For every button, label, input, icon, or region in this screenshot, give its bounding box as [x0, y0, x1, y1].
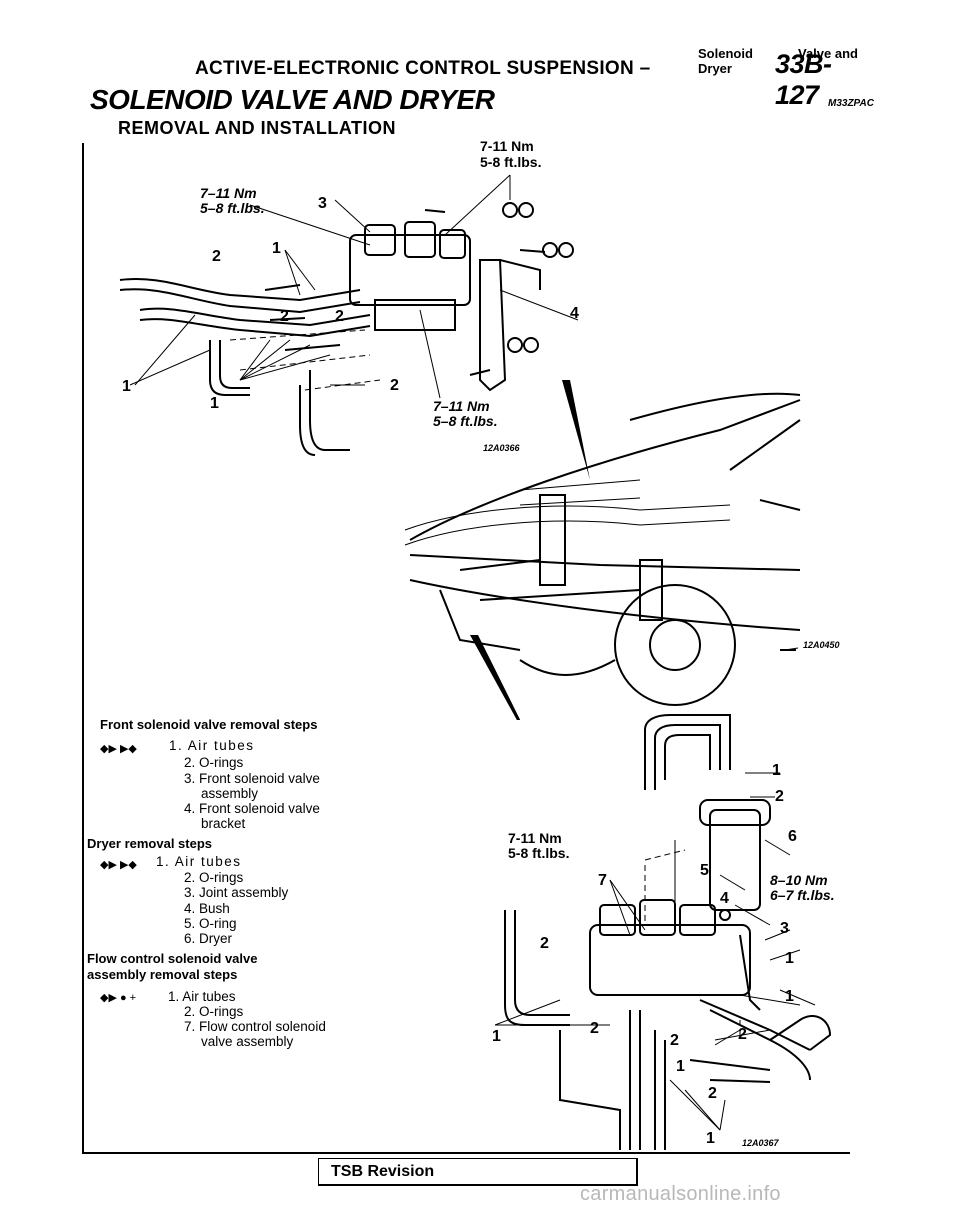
torque-dryer2-nm: 8–10 Nm — [770, 872, 828, 888]
dryer-flow-diagram: 7-11 Nm 5-8 ft.lbs. 8–10 Nm 6–7 ft.lbs. … — [470, 710, 860, 1150]
diagram-code: 12A0366 — [483, 443, 520, 453]
front-step-4b: bracket — [201, 816, 246, 831]
callout-2: 2 — [280, 308, 289, 325]
callout-7: 7 — [598, 872, 607, 889]
front-step-2: 2. O-rings — [184, 755, 244, 770]
flow-step-7b: valve assembly — [201, 1034, 294, 1049]
callout-3: 3 — [780, 920, 789, 937]
torque-top-nm: 7-11 Nm — [480, 138, 534, 154]
callout-2: 2 — [390, 377, 399, 394]
dryer-step-1: 1. Air tubes — [156, 854, 242, 869]
bottom-border-line — [82, 1152, 850, 1154]
callout-2: 2 — [738, 1026, 747, 1043]
page-number: 33B-127 — [775, 49, 832, 110]
callout-4: 4 — [570, 305, 579, 322]
callout-1: 1 — [706, 1130, 715, 1147]
left-border-line — [82, 143, 84, 1153]
callout-1: 1 — [122, 378, 131, 395]
front-step-3b: assembly — [201, 786, 259, 801]
watermark: carmanualsonline.info — [580, 1183, 781, 1205]
callout-1: 1 — [210, 395, 219, 412]
callout-2: 2 — [670, 1032, 679, 1049]
dryer-step-3: 3. Joint assembly — [184, 885, 289, 900]
dryer-step-6: 6. Dryer — [184, 931, 233, 946]
page-title: SOLENOID VALVE AND DRYER — [90, 84, 495, 115]
callout-2: 2 — [590, 1020, 599, 1037]
dryer-steps-marks: ◆▶ ▶◆ — [100, 859, 137, 871]
front-step-4: 4. Front solenoid valve — [184, 801, 320, 816]
callout-6: 6 — [788, 828, 797, 845]
front-step-3: 3. Front solenoid valve — [184, 771, 320, 786]
callout-1: 1 — [492, 1028, 501, 1045]
callout-2: 2 — [775, 788, 784, 805]
tsb-revision-label: TSB Revision — [331, 1163, 435, 1180]
torque-left-ft: 5–8 ft.lbs. — [200, 200, 265, 216]
dryer-step-4: 4. Bush — [184, 901, 230, 916]
callout-2: 2 — [708, 1085, 717, 1102]
callout-2: 2 — [335, 308, 344, 325]
car-chassis-drawing — [404, 380, 801, 780]
torque-left-nm: 7–11 Nm — [200, 185, 257, 201]
torque-top-ft: 5-8 ft.lbs. — [480, 154, 542, 170]
dryer-step-2: 2. O-rings — [184, 870, 244, 885]
front-solenoid-drawing — [119, 174, 579, 456]
callout-1: 1 — [676, 1058, 685, 1075]
section-title: ACTIVE-ELECTRONIC CONTROL SUSPENSION – — [195, 58, 651, 79]
callout-1: 1 — [272, 240, 281, 257]
callout-3: 3 — [318, 195, 327, 212]
torque-dryer2-ft: 6–7 ft.lbs. — [770, 887, 835, 903]
callout-5: 5 — [700, 862, 709, 879]
callout-2: 2 — [212, 248, 221, 265]
car-diagram-code: 12A0450 — [803, 640, 840, 650]
section-subtitle-line2: Dryer — [698, 61, 732, 76]
front-steps-title: Front solenoid valve removal steps — [100, 717, 318, 732]
flow-step-7: 7. Flow control solenoid — [184, 1019, 326, 1034]
callout-1: 1 — [785, 950, 794, 967]
page-subtitle: REMOVAL AND INSTALLATION — [118, 118, 396, 138]
dryer-flow-drawing — [494, 714, 832, 1150]
section-code: M33ZPAC — [828, 98, 874, 109]
section-subtitle-line1: Solenoid — [698, 46, 753, 61]
callout-1: 1 — [772, 762, 781, 779]
flow-steps-title-1: Flow control solenoid valve — [87, 951, 258, 966]
dryer-steps-title: Dryer removal steps — [87, 836, 213, 851]
torque-dryer-ft: 5-8 ft.lbs. — [508, 845, 570, 861]
callout-1: 1 — [785, 988, 794, 1005]
car-chassis-diagram: 12A0450 — [400, 380, 860, 780]
dryer-diagram-code: 12A0367 — [742, 1138, 779, 1148]
callout-2: 2 — [540, 935, 549, 952]
torque-bottom-nm: 7–11 Nm — [433, 398, 490, 414]
dryer-step-5: 5. O-ring — [184, 916, 237, 931]
tsb-revision-box: TSB Revision — [318, 1158, 638, 1186]
flow-steps-marks: ◆▶ ● + — [100, 992, 137, 1004]
flow-step-2: 2. O-rings — [184, 1004, 244, 1019]
callout-4: 4 — [720, 890, 729, 907]
front-steps-marks: ◆▶ ▶◆ — [100, 743, 137, 755]
section-subtitle-and: Valve and — [798, 46, 858, 61]
front-solenoid-diagram: 7-11 Nm 5-8 ft.lbs. 7–11 Nm 5–8 ft.lbs. … — [100, 138, 580, 470]
flow-step-1: 1. Air tubes — [168, 989, 236, 1004]
flow-steps-title-2: assembly removal steps — [87, 967, 238, 982]
front-step-1: 1. Air tubes — [169, 738, 255, 753]
page-header: ACTIVE-ELECTRONIC CONTROL SUSPENSION – S… — [195, 44, 875, 110]
torque-dryer-nm: 7-11 Nm — [508, 830, 562, 846]
torque-bottom-ft: 5–8 ft.lbs. — [433, 413, 498, 429]
